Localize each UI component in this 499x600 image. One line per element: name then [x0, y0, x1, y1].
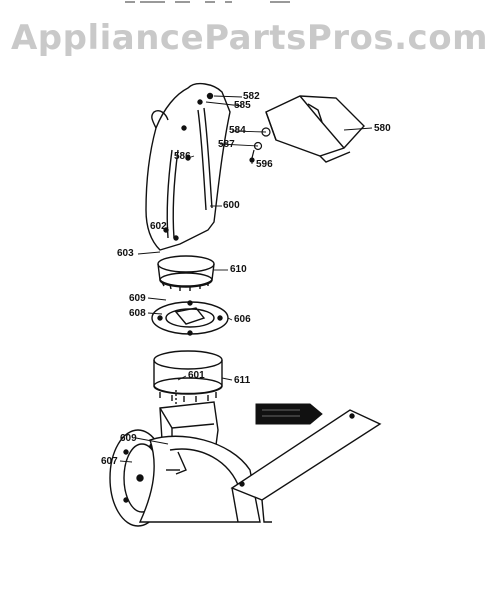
callout-582: 582: [243, 91, 260, 102]
callout-606: 606: [234, 314, 251, 325]
callout-586: 586: [174, 151, 191, 162]
callout-580: 580: [374, 123, 391, 134]
callout-600: 600: [223, 200, 240, 211]
callout-585: 585: [234, 100, 251, 111]
callout-603: 603: [117, 248, 134, 259]
callout-607: 607: [101, 456, 118, 467]
callout-609-lower: 609: [120, 433, 137, 444]
ring-610-part: [157, 255, 215, 291]
callout-610: 610: [230, 264, 247, 275]
callout-587: 587: [218, 139, 235, 150]
leader-lines: [119, 95, 373, 463]
callout-609: 609: [129, 293, 146, 304]
callout-611: 611: [234, 375, 251, 386]
callout-602: 602: [150, 221, 167, 232]
deflector-part: [265, 95, 365, 163]
frame-bar-part: [230, 409, 382, 523]
hardware-parts: [249, 127, 271, 163]
callout-601: 601: [188, 370, 205, 381]
flange-606-part: [151, 300, 229, 336]
callout-596: 596: [256, 159, 273, 170]
warning-label: [255, 403, 323, 425]
watermark-logo: AppliancePartsPros.com: [10, 18, 488, 58]
callout-584: 584: [229, 125, 246, 136]
callout-608: 608: [129, 308, 146, 319]
discharge-chute-part: [145, 82, 231, 251]
auger-housing-part: [109, 401, 261, 527]
